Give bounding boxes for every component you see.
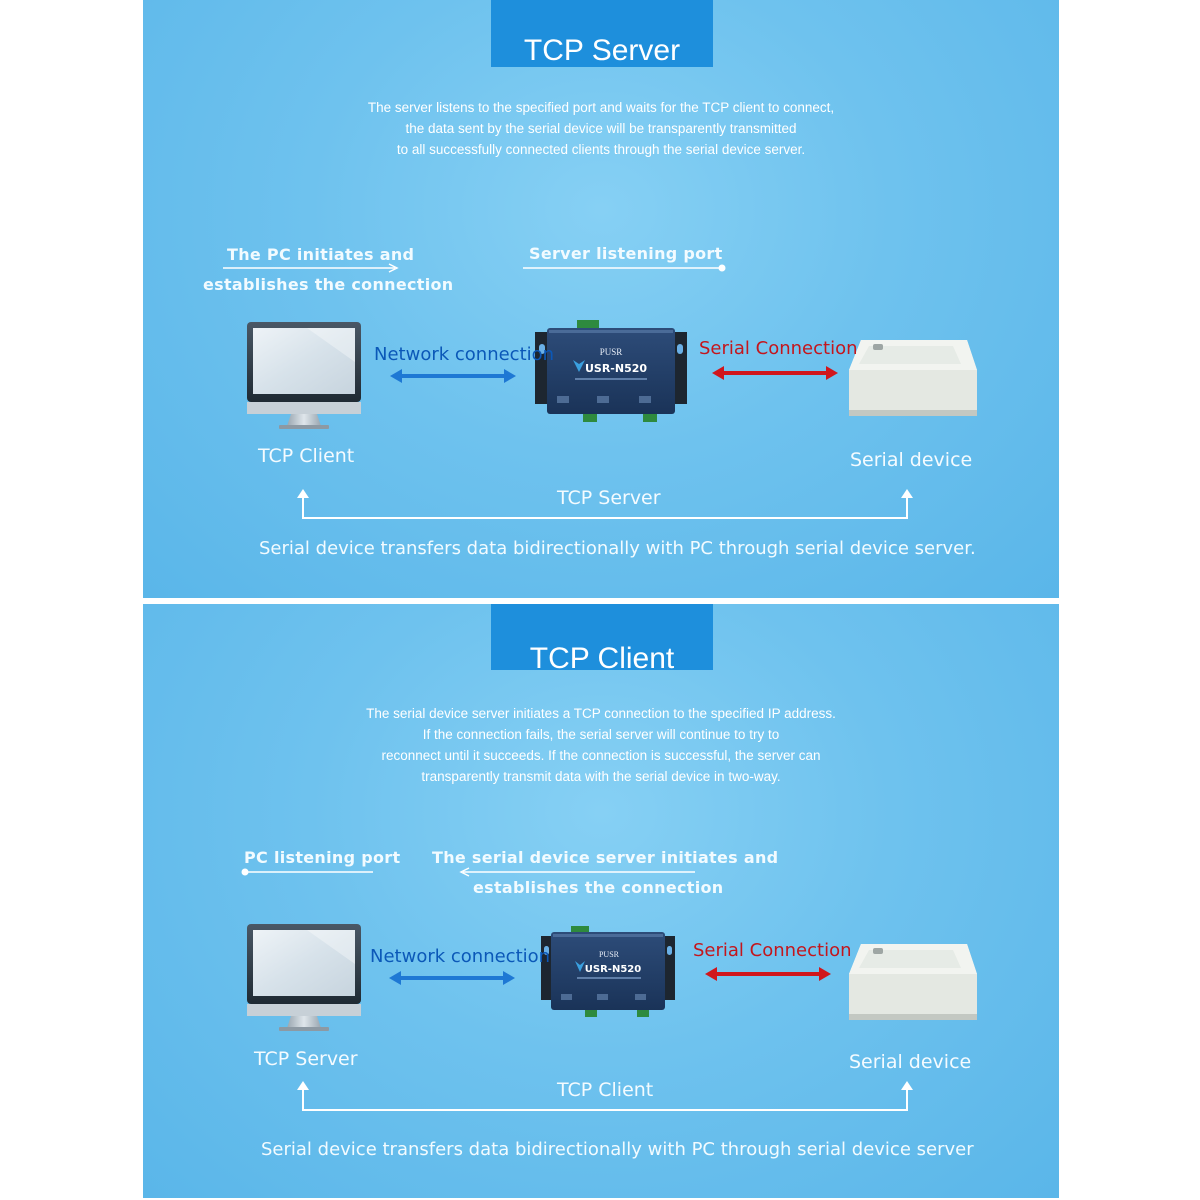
serial-device-server-icon: PUSR USR-N520 — [535, 320, 687, 422]
panel-description: The serial device server initiates a TCP… — [143, 703, 1059, 787]
center-label: TCP Server — [557, 487, 661, 509]
note-right-line: The serial device server initiates and — [432, 848, 779, 867]
serial-device-server-icon: PUSR USR-N520 — [541, 926, 675, 1017]
bidirectional-bracket-arrow — [297, 489, 913, 519]
note-right-line: Server listening port — [529, 244, 723, 263]
center-label: TCP Client — [557, 1079, 654, 1101]
device-brand: PUSR — [600, 347, 623, 357]
device-model: USR-N520 — [585, 362, 647, 375]
tcp-client-panel: TCP Client The serial device server init… — [143, 604, 1059, 1198]
panel-title: TCP Server — [523, 34, 681, 67]
panel-title-tab: TCP Server — [491, 0, 713, 67]
device-model: USR-N520 — [585, 964, 641, 975]
description-line: The server listens to the specified port… — [367, 100, 835, 115]
description-line: transparently transmit data with the ser… — [421, 769, 781, 784]
tcp-server-panel: TCP Server The server listens to the spe… — [143, 0, 1059, 598]
serial-connection-label: Serial Connection — [693, 940, 852, 961]
bidirectional-bracket-arrow — [297, 1081, 913, 1111]
device-brand: PUSR — [599, 950, 620, 959]
computer-monitor-icon — [247, 322, 361, 429]
serial-connection-label: Serial Connection — [699, 338, 858, 359]
panel-footer: Serial device transfers data bidirection… — [261, 1139, 974, 1160]
printer-icon — [849, 944, 977, 1020]
network-connection-label: Network connection — [370, 946, 551, 967]
serial-connection-arrow — [705, 967, 831, 981]
serial-connection-arrow — [712, 366, 838, 380]
printer-icon — [849, 340, 977, 416]
network-connection-label: Network connection — [374, 344, 555, 365]
description-line: to all successfully connected clients th… — [396, 142, 806, 157]
right-device-label: Serial device — [850, 449, 973, 471]
computer-monitor-icon — [247, 924, 361, 1031]
panel-title-tab: TCP Client — [491, 604, 713, 675]
left-device-label: TCP Client — [258, 445, 355, 467]
panel-description: The server listens to the specified port… — [143, 97, 1059, 160]
note-right-arrow — [459, 867, 695, 877]
note-left-arrow — [223, 263, 399, 273]
panel-title: TCP Client — [529, 642, 675, 675]
network-connection-arrow — [390, 369, 516, 383]
right-device-label: Serial device — [849, 1051, 972, 1073]
description-line: If the connection fails, the serial serv… — [422, 727, 780, 742]
note-left-line: PC listening port — [244, 848, 401, 867]
panel-footer: Serial device transfers data bidirection… — [259, 538, 976, 559]
description-line: reconnect until it succeeds. If the conn… — [381, 748, 821, 763]
network-connection-arrow — [389, 971, 515, 985]
note-left-line: The PC initiates and — [227, 245, 415, 264]
description-line: the data sent by the serial device will … — [405, 121, 797, 136]
note-right-line: establishes the connection — [473, 878, 724, 897]
note-right-arrow — [523, 264, 726, 272]
left-device-label: TCP Server — [254, 1048, 358, 1070]
description-line: The serial device server initiates a TCP… — [366, 706, 836, 721]
note-left-arrow — [241, 868, 373, 876]
note-left-line: establishes the connection — [203, 275, 454, 294]
